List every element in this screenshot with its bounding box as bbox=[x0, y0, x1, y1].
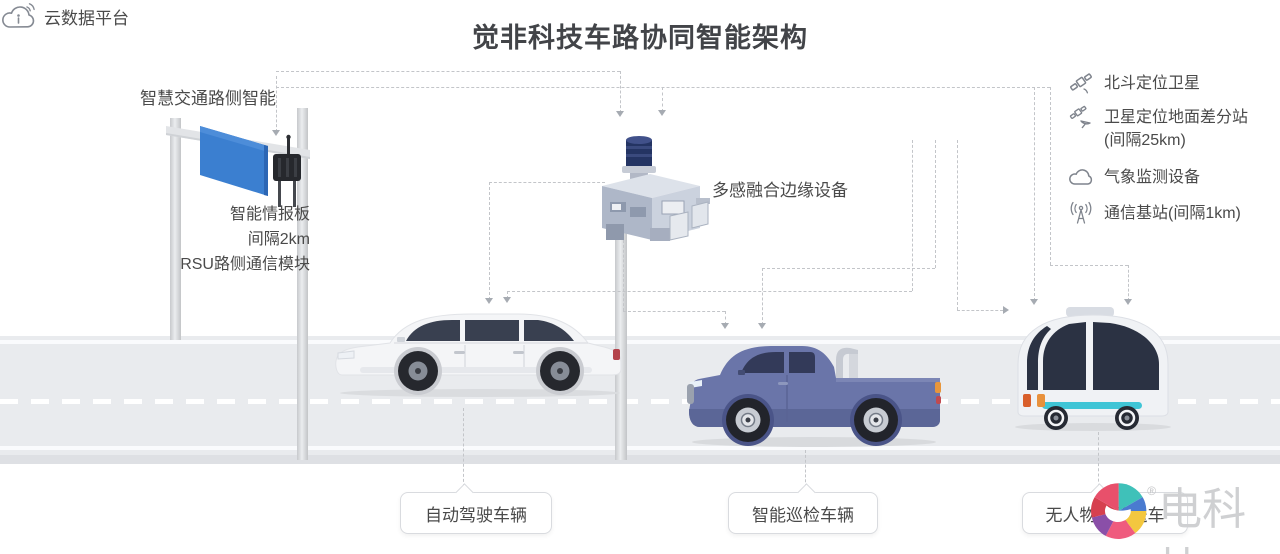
right-panel-sublabel: (间隔25km) bbox=[1104, 132, 1186, 149]
right-panel-item-base-station: 通信基站(间隔1km) bbox=[1068, 200, 1241, 226]
device-pole bbox=[615, 228, 627, 460]
weather-cloud-icon bbox=[1069, 169, 1093, 185]
gantry-left-pole bbox=[170, 118, 181, 340]
tag-inspection-vehicle: 智能巡检车辆 bbox=[728, 483, 878, 534]
road-top-line bbox=[0, 340, 1280, 344]
taillight bbox=[935, 382, 941, 393]
cloud-platform-label: 云数据平台 bbox=[44, 8, 129, 28]
tag-label: 智能巡检车辆 bbox=[752, 505, 854, 525]
right-panel-item-beidou: 北斗定位卫星 bbox=[1068, 70, 1200, 96]
wheels bbox=[394, 347, 584, 395]
edge-device-label: 多感融合边缘设备 bbox=[712, 181, 848, 200]
lidar-sensor bbox=[626, 136, 652, 166]
gantry-right-pole bbox=[297, 108, 308, 460]
rsu-device bbox=[273, 134, 301, 207]
smart-gantry bbox=[166, 126, 310, 207]
road-edge-strip bbox=[0, 455, 1280, 464]
wheels bbox=[722, 394, 902, 446]
lane-divider-dashed-line bbox=[0, 399, 1280, 404]
accent-light-strip bbox=[1042, 402, 1142, 409]
autonomous-sedan bbox=[335, 313, 622, 397]
sign-label: 智能情报板 bbox=[229, 206, 310, 223]
right-panel-label: 通信基站(间隔1km) bbox=[1104, 205, 1241, 222]
edge-device bbox=[602, 136, 710, 241]
right-panel-item-weather: 气象监测设备 bbox=[1068, 164, 1200, 190]
satellite-icon bbox=[1070, 73, 1092, 94]
wheels bbox=[1044, 406, 1139, 430]
media-watermark: ® 电科技 bbox=[1090, 480, 1280, 554]
right-panel-labels: 卫星定位地面差分站 (间隔25km) bbox=[1104, 104, 1248, 152]
cloud-info-icon bbox=[2, 3, 35, 28]
watermark-text: 电科技 bbox=[1158, 485, 1247, 554]
roadside-labels: 智能情报板 间隔2km RSU路侧通信模块 bbox=[130, 202, 310, 277]
ground-diff-station-icon bbox=[1069, 105, 1091, 129]
spacing-label: 间隔2km bbox=[247, 231, 310, 248]
right-panel-label: 北斗定位卫星 bbox=[1104, 75, 1201, 92]
cloud-platform: 云数据平台 bbox=[0, 0, 1280, 32]
delivery-pod bbox=[1015, 307, 1171, 431]
page-title: 觉非科技车路协同智能架构 bbox=[472, 23, 808, 53]
pinwheel-logo-icon bbox=[1091, 483, 1147, 539]
rear-light bbox=[1023, 394, 1031, 407]
base-station-icon bbox=[1070, 201, 1092, 224]
rsu-label: RSU路侧通信模块 bbox=[180, 256, 310, 273]
tag-autonomous-vehicle: 自动驾驶车辆 bbox=[400, 483, 552, 534]
inspection-pickup bbox=[687, 346, 941, 447]
roadside-heading: 智慧交通路侧智能 bbox=[140, 89, 276, 108]
right-panel-label: 气象监测设备 bbox=[1104, 169, 1201, 186]
taillight bbox=[613, 349, 620, 360]
registered-mark: ® bbox=[1147, 484, 1157, 498]
road-bottom-line bbox=[0, 446, 1280, 450]
rear-light bbox=[1037, 394, 1045, 407]
tag-label: 自动驾驶车辆 bbox=[425, 505, 527, 525]
right-panel-label: 卫星定位地面差分站 bbox=[1104, 109, 1249, 126]
right-panel-item-diff-station: 卫星定位地面差分站 (间隔25km) bbox=[1068, 104, 1248, 152]
